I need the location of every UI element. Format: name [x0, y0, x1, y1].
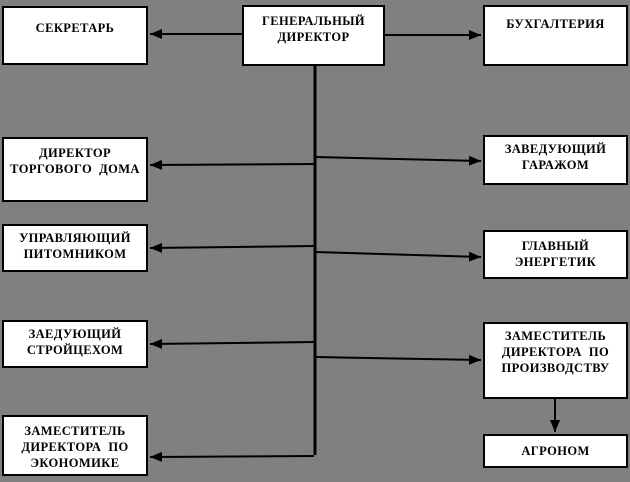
node-nursery-manager: УПРАВЛЯЮЩИЙ ПИТОМНИКОМ — [2, 224, 148, 272]
node-production-deputy: ЗАМЕСТИТЕЛЬ ДИРЕКТОРА ПО ПРОИЗВОДСТВУ — [483, 322, 628, 399]
edge-director-nursery — [149, 242, 316, 253]
edge-director-economy-deputy — [149, 451, 315, 462]
edge-director-build-shop — [149, 338, 316, 349]
edge-director-trade-house — [149, 159, 316, 170]
node-secretary: СЕКРЕТАРЬ — [2, 6, 148, 65]
node-trade-house-director: ДИРЕКТОР ТОРГОВОГО ДОМА — [2, 137, 148, 202]
node-economy-deputy: ЗАМЕСТИТЕЛЬ ДИРЕКТОРА ПО ЭКОНОМИКЕ — [2, 415, 148, 476]
node-build-shop-manager: ЗАЕДУЮЩИЙ СТРОЙЦЕХОМ — [2, 320, 148, 368]
edge-director-garage — [314, 155, 482, 166]
node-chief-energy-engineer: ГЛАВНЫЙ ЭНЕРГЕТИК — [483, 230, 628, 279]
node-accounting: БУХГАЛТЕРИЯ — [483, 5, 628, 66]
edge-director-production-deputy — [314, 354, 482, 365]
node-general-director: ГЕНЕРАЛЬНЫЙ ДИРЕКТОР — [242, 5, 385, 66]
node-agronomist: АГРОНОМ — [483, 434, 628, 468]
edge-director-chief-energy — [314, 251, 482, 262]
node-garage-manager: ЗАВЕДУЮЩИЙ ГАРАЖОМ — [483, 135, 628, 185]
